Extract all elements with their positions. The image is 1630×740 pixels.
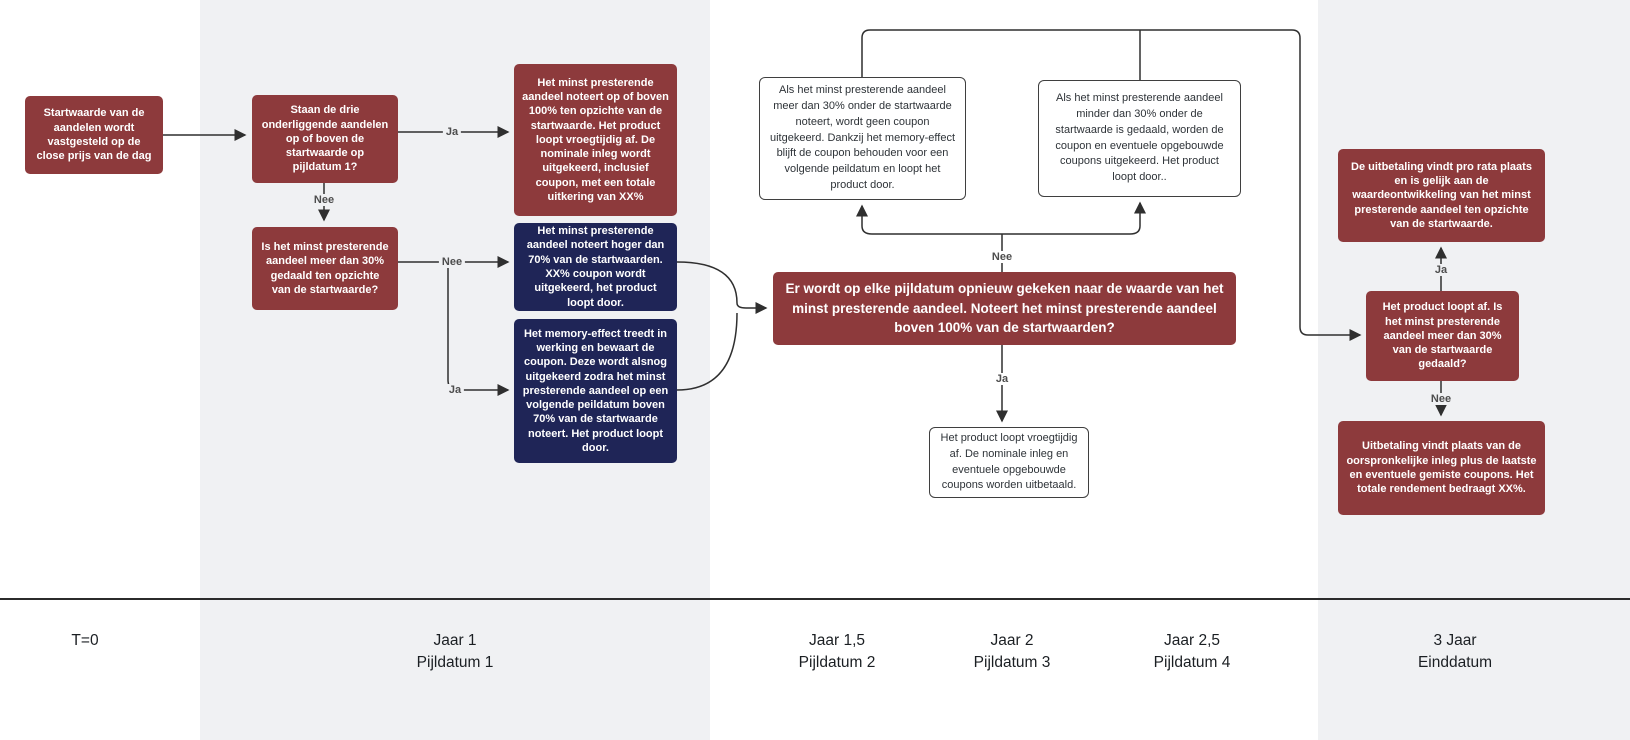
timeline-label-jaar1-5: Jaar 1,5 Pijldatum 2 <box>799 630 876 674</box>
timeline-axis <box>0 598 1630 600</box>
node-early-redemption: Het minst presterende aandeel noteert op… <box>514 64 677 216</box>
timeline-label-line2: Einddatum <box>1417 654 1493 671</box>
node-pro-rata-payout: De uitbetaling vindt pro rata plaats en … <box>1338 149 1545 242</box>
edge-label-q1-ja: Ja <box>442 126 462 138</box>
timeline-label-line1: 3 Jaar <box>1433 632 1477 649</box>
edge-label-recheck-ja: Ja <box>992 373 1012 385</box>
timeline-label-line1: T=0 <box>71 632 99 649</box>
timeline-label-jaar2-5: Jaar 2,5 Pijldatum 4 <box>1154 630 1231 674</box>
timeline-label-line1: Jaar 1 <box>433 632 477 649</box>
node-end-question: Het product loopt af. Is het minst prest… <box>1366 291 1519 381</box>
edge-label-end-nee: Nee <box>1427 393 1455 405</box>
node-coupon-paid: Het minst presterende aandeel noteert ho… <box>514 223 677 311</box>
timeline-label-line1: Jaar 1,5 <box>808 632 865 649</box>
edge-label-recheck-nee: Nee <box>988 251 1016 263</box>
edge-label-q1-nee: Nee <box>310 194 338 206</box>
timeline-label-t0: T=0 <box>71 630 98 652</box>
timeline-label-line2: Pijldatum 3 <box>973 654 1051 671</box>
edge-label-q2-nee: Nee <box>438 256 466 268</box>
timeline-label-3jaar: 3 Jaar Einddatum <box>1418 630 1492 674</box>
node-early-payout: Het product loopt vroegtijdig af. De nom… <box>929 427 1089 498</box>
node-memory-effect: Het memory-effect treedt in werking en b… <box>514 319 677 463</box>
timeline-label-line1: Jaar 2,5 <box>1163 632 1220 649</box>
node-question-30pct-drop: Is het minst presterende aandeel meer da… <box>252 227 398 310</box>
timeline-label-jaar1: Jaar 1 Pijldatum 1 <box>417 630 494 674</box>
timeline-label-line1: Jaar 2 <box>990 632 1034 649</box>
node-final-payout: Uitbetaling vindt plaats van de oorspron… <box>1338 421 1545 515</box>
timeline-label-line2: Pijldatum 1 <box>416 654 494 671</box>
edge-label-q2-ja: Ja <box>445 384 465 396</box>
edge-label-end-ja: Ja <box>1431 264 1451 276</box>
timeline-label-jaar2: Jaar 2 Pijldatum 3 <box>974 630 1051 674</box>
timeline-label-line2: Pijldatum 2 <box>798 654 876 671</box>
node-no-coupon: Als het minst presterende aandeel meer d… <box>759 77 966 200</box>
timeline-label-line2: Pijldatum 4 <box>1153 654 1231 671</box>
node-start-value: Startwaarde van de aandelen wordt vastge… <box>25 96 163 174</box>
node-question-pijldatum1: Staan de drie onderliggende aandelen op … <box>252 95 398 183</box>
node-coupons-paid-out: Als het minst presterende aandeel minder… <box>1038 80 1241 197</box>
node-recheck-question: Er wordt op elke pijldatum opnieuw gekek… <box>773 272 1236 345</box>
